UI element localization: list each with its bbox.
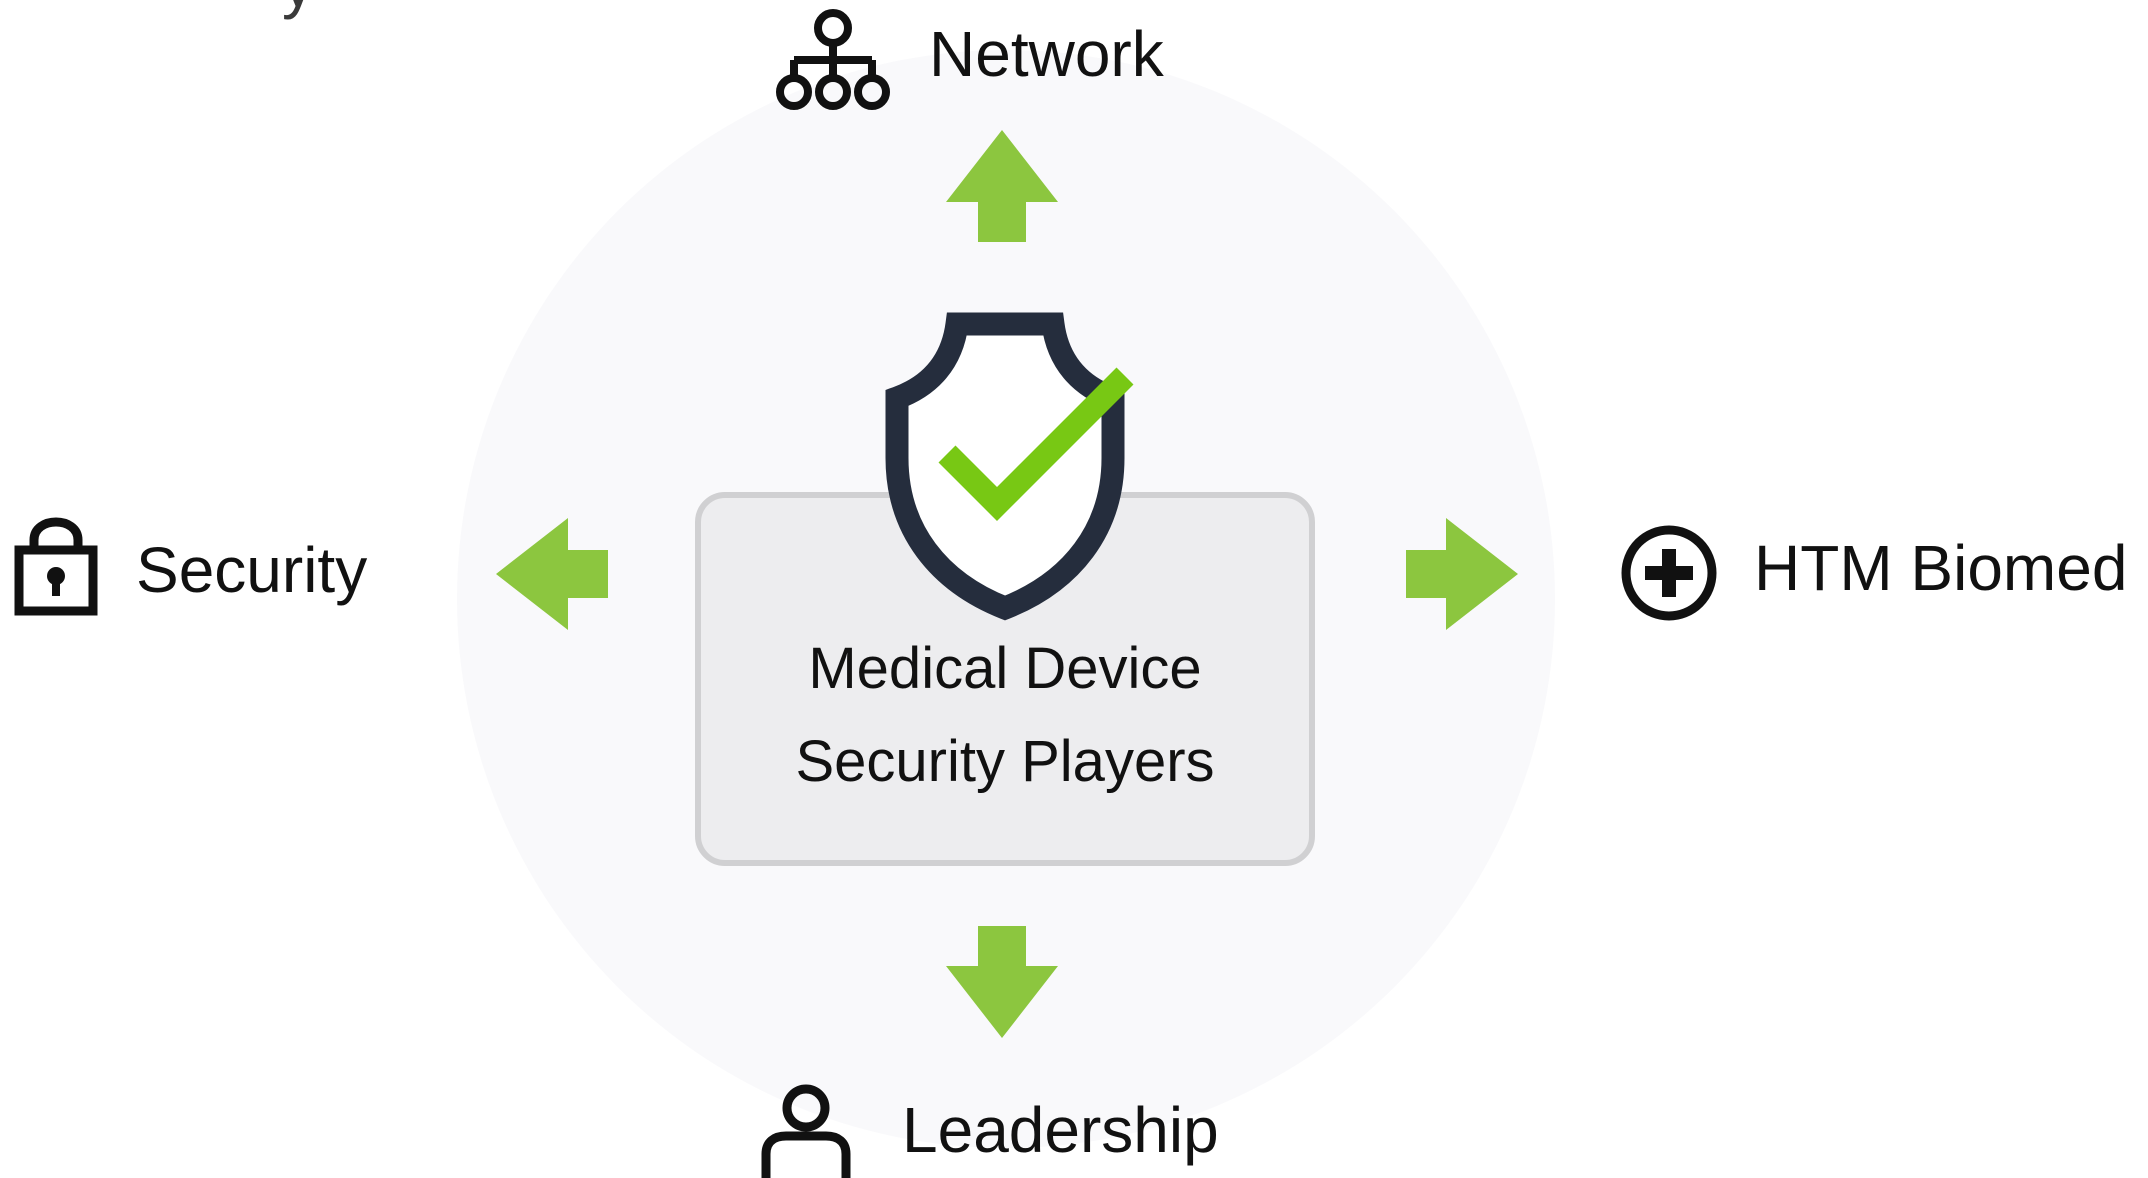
center-title-line-2: Security Players — [795, 729, 1215, 794]
network-label: Network — [929, 18, 1164, 90]
center-title-line-1: Medical Device — [808, 636, 1202, 701]
arrow-down-icon — [946, 926, 1058, 1038]
leadership-label: Leadership — [902, 1094, 1219, 1166]
cut-off-text: y — [282, 0, 314, 16]
medical-plus-icon — [1621, 525, 1717, 621]
arrow-up-icon — [946, 130, 1058, 242]
htm-biomed-label: HTM Biomed — [1754, 532, 2128, 604]
network-hierarchy-icon — [776, 9, 890, 110]
shield-check-icon — [885, 312, 1134, 621]
security-label: Security — [136, 534, 368, 606]
arrow-right-icon — [1406, 518, 1518, 630]
user-icon — [761, 1084, 851, 1178]
padlock-icon — [14, 517, 98, 616]
arrow-left-icon — [496, 518, 608, 630]
